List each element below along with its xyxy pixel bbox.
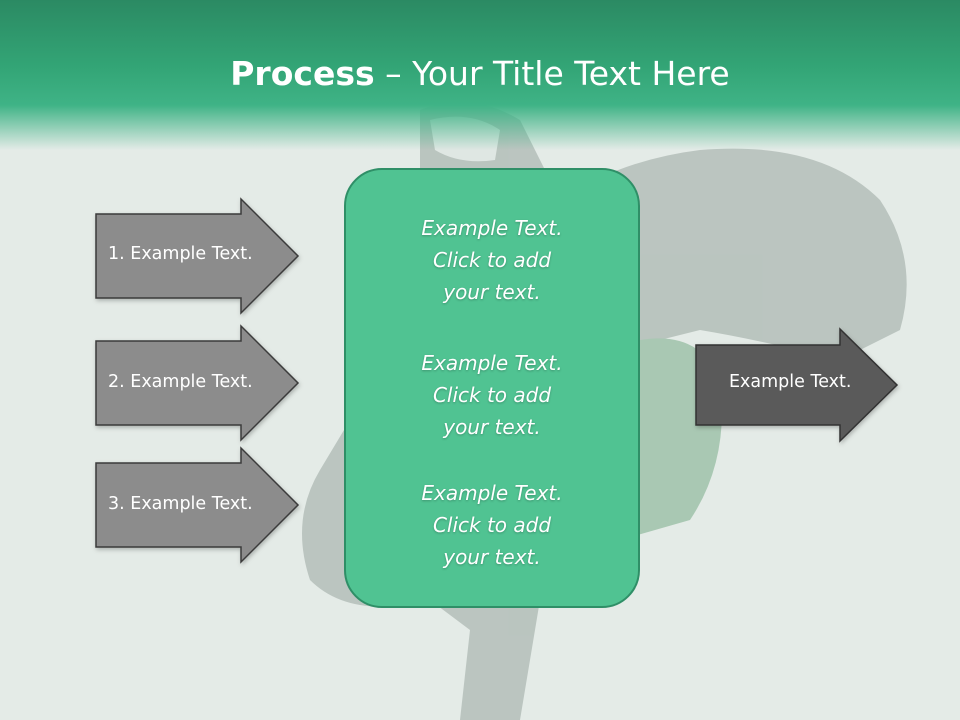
center-block-line: your text. <box>443 280 541 304</box>
arrow-shape-2 <box>95 324 300 442</box>
center-block-line: Example Text. <box>421 351 563 375</box>
center-block-3[interactable]: Example Text. Click to add your text. <box>344 477 640 573</box>
center-block-line: your text. <box>443 545 541 569</box>
arrow-shape-3 <box>95 446 300 564</box>
arrow-label-3[interactable]: 3. Example Text. <box>108 494 253 514</box>
center-block-line: Click to add <box>432 248 552 272</box>
title-rest: – Your Title Text Here <box>374 54 730 93</box>
arrow-label-2[interactable]: 2. Example Text. <box>108 372 253 392</box>
center-block-line: Click to add <box>432 513 552 537</box>
center-block-1[interactable]: Example Text. Click to add your text. <box>344 212 640 308</box>
title-bar <box>0 0 960 150</box>
slide-title: Process – Your Title Text Here <box>0 50 960 98</box>
center-block-line: Click to add <box>432 383 552 407</box>
center-block-line: Example Text. <box>421 216 563 240</box>
arrow-label-1[interactable]: 1. Example Text. <box>108 244 253 264</box>
center-block-line: Example Text. <box>421 481 563 505</box>
arrow-label-right[interactable]: Example Text. <box>729 372 852 392</box>
title-bold: Process <box>230 54 375 93</box>
arrow-shape-right <box>695 327 899 443</box>
center-block-line: your text. <box>443 415 541 439</box>
center-block-2[interactable]: Example Text. Click to add your text. <box>344 347 640 443</box>
arrow-shape-1 <box>95 197 300 315</box>
center-text-box[interactable] <box>344 168 640 608</box>
